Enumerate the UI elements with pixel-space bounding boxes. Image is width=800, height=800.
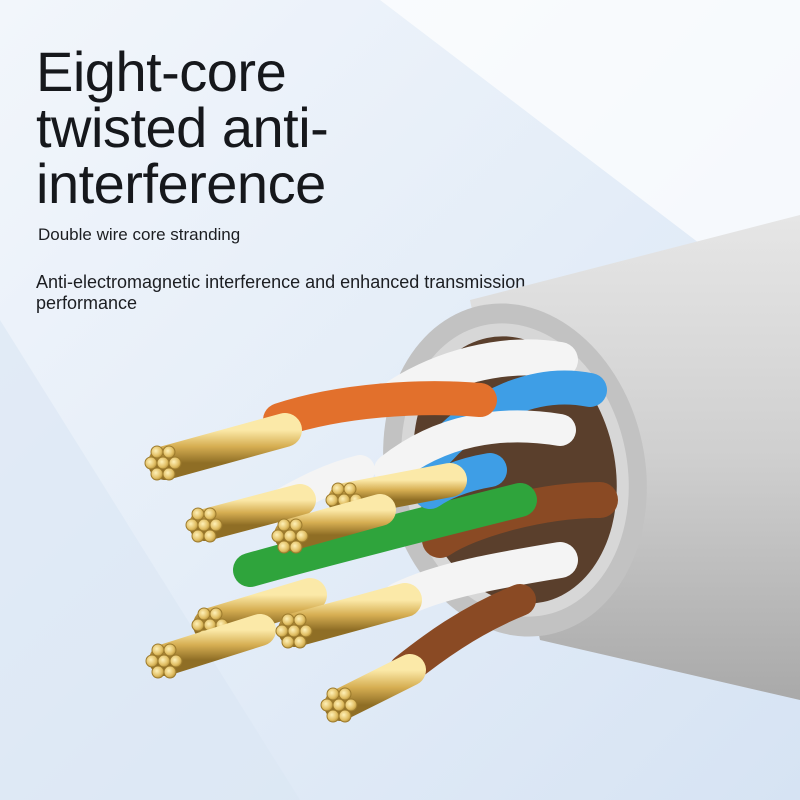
copper-strand-bundle-4 bbox=[271, 494, 396, 554]
headline-line-2: twisted anti- bbox=[36, 96, 329, 159]
subtitle: Double wire core stranding bbox=[38, 225, 241, 244]
copper-strand-bundle-1 bbox=[144, 413, 302, 481]
copper-strand-bundle-6 bbox=[145, 614, 276, 679]
insulated-wires bbox=[233, 339, 618, 686]
headline-line-1: Eight-core bbox=[36, 40, 287, 103]
copper-strand-bundle-2 bbox=[185, 484, 316, 543]
headline-line-3: interference bbox=[36, 152, 326, 215]
headline: Eight-core twisted anti- interference bbox=[36, 40, 329, 215]
description: Anti-electromagnetic interference and en… bbox=[36, 272, 526, 313]
copper-strand-bundle-7 bbox=[275, 583, 422, 649]
copper-strand-bundle-8 bbox=[320, 654, 426, 723]
